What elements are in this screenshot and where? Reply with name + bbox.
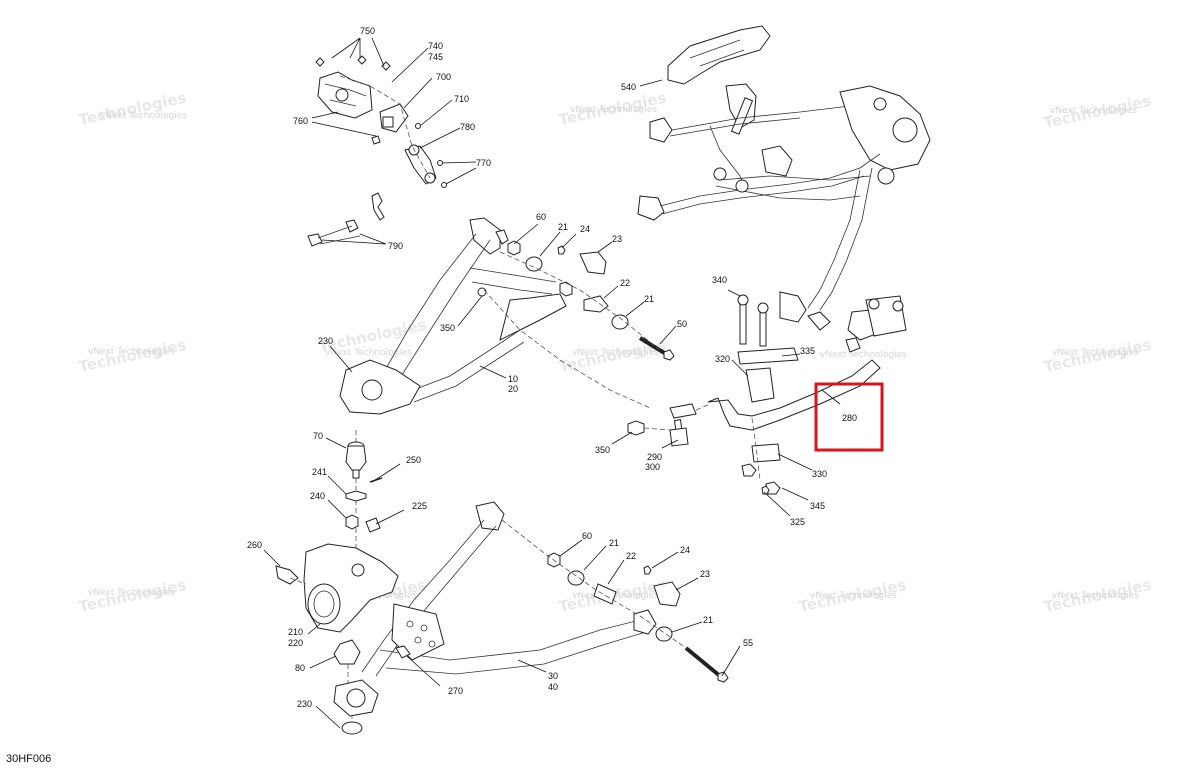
callout-260: 260 xyxy=(247,540,262,550)
callout-labels: 750 740 745 700 710 760 780 770 790 540 … xyxy=(247,26,857,709)
bracket-assembly xyxy=(307,55,447,247)
knuckle-leaders xyxy=(263,437,441,729)
callout-290: 290 xyxy=(647,452,662,462)
diagram-code: 30HF006 xyxy=(6,753,52,765)
lower-arm-leaders xyxy=(517,539,741,677)
callout-780: 780 xyxy=(460,122,475,132)
callout-230: 230 xyxy=(297,699,312,709)
callout-21: 21 xyxy=(558,222,568,232)
callout-220: 220 xyxy=(288,638,303,648)
frame-assembly xyxy=(637,25,931,331)
watermark: vNext Technologies xyxy=(325,348,412,358)
callout-320: 320 xyxy=(715,354,730,364)
callout-770: 770 xyxy=(476,158,491,168)
callout-21: 21 xyxy=(703,615,713,625)
watermark: vNext Technologies xyxy=(88,347,175,357)
callout-760: 760 xyxy=(293,116,308,126)
watermark: vNext Technologies xyxy=(1050,106,1137,116)
watermark: vNext Technologies xyxy=(820,350,907,360)
callout-22: 22 xyxy=(626,551,636,561)
callout-30: 30 xyxy=(548,671,558,681)
callout-250: 250 xyxy=(406,455,421,465)
callout-240: 240 xyxy=(310,491,325,501)
callout-350: 350 xyxy=(440,323,455,333)
callout-55: 55 xyxy=(743,638,753,648)
callout-40: 40 xyxy=(548,682,558,692)
watermark: vNext Technologies xyxy=(572,591,659,601)
callout-24: 24 xyxy=(580,224,590,234)
ball-joint-stack xyxy=(345,430,383,550)
stabilizer-leaders xyxy=(611,289,841,517)
watermark: vNext Technologies xyxy=(100,111,187,121)
callout-325: 325 xyxy=(790,517,805,527)
callout-70: 70 xyxy=(313,431,323,441)
upper-arm-hardware xyxy=(507,240,675,361)
callout-60: 60 xyxy=(582,531,592,541)
callout-10: 10 xyxy=(508,374,518,384)
callout-340: 340 xyxy=(712,275,727,285)
callout-745: 745 xyxy=(428,52,443,62)
callout-241: 241 xyxy=(312,467,327,477)
callout-280: 280 xyxy=(842,413,857,423)
callout-225: 225 xyxy=(412,501,427,511)
watermark: vNext Technologies xyxy=(810,591,897,601)
callout-790: 790 xyxy=(388,241,403,251)
callout-330: 330 xyxy=(812,469,827,479)
stabilizer-link xyxy=(627,403,711,447)
callout-60: 60 xyxy=(536,212,546,222)
lower-arm-hardware xyxy=(501,519,729,683)
callout-345: 345 xyxy=(810,501,825,511)
callout-210: 210 xyxy=(288,627,303,637)
watermark: vNext Technologies xyxy=(572,348,659,358)
callout-22: 22 xyxy=(620,278,630,288)
callout-710: 710 xyxy=(454,94,469,104)
callout-350: 350 xyxy=(595,445,610,455)
lower-a-arm xyxy=(333,501,657,717)
callout-540: 540 xyxy=(621,82,636,92)
watermark: vNext Technologies xyxy=(88,588,175,598)
upper-arm-leaders xyxy=(329,223,677,409)
highlight-box-280 xyxy=(814,382,884,452)
callout-23: 23 xyxy=(700,569,710,579)
callout-740: 740 xyxy=(428,41,443,51)
callout-335: 335 xyxy=(800,346,815,356)
callout-80: 80 xyxy=(295,663,305,673)
callout-750: 750 xyxy=(360,26,375,36)
callout-700: 700 xyxy=(436,72,451,82)
callout-23: 23 xyxy=(612,234,622,244)
callout-300: 300 xyxy=(645,462,660,472)
callout-21: 21 xyxy=(644,294,654,304)
knuckle xyxy=(275,543,399,735)
watermark: Technologies xyxy=(77,89,188,129)
callout-270: 270 xyxy=(448,686,463,696)
watermark-layer: Technologies vNext Technologies Technolo… xyxy=(77,89,1153,616)
upper-a-arm xyxy=(339,217,567,415)
stabilizer-bar xyxy=(707,294,907,495)
watermark: vNext Technologies xyxy=(570,105,657,115)
callout-24: 24 xyxy=(680,545,690,555)
callout-20: 20 xyxy=(508,384,518,394)
callout-21: 21 xyxy=(609,538,619,548)
watermark: vNext Technologies xyxy=(1052,591,1139,601)
watermark: vNext Technologies xyxy=(1052,348,1139,358)
callout-230: 230 xyxy=(318,336,333,346)
bracket-leaders xyxy=(311,37,663,245)
callout-50: 50 xyxy=(677,319,687,329)
